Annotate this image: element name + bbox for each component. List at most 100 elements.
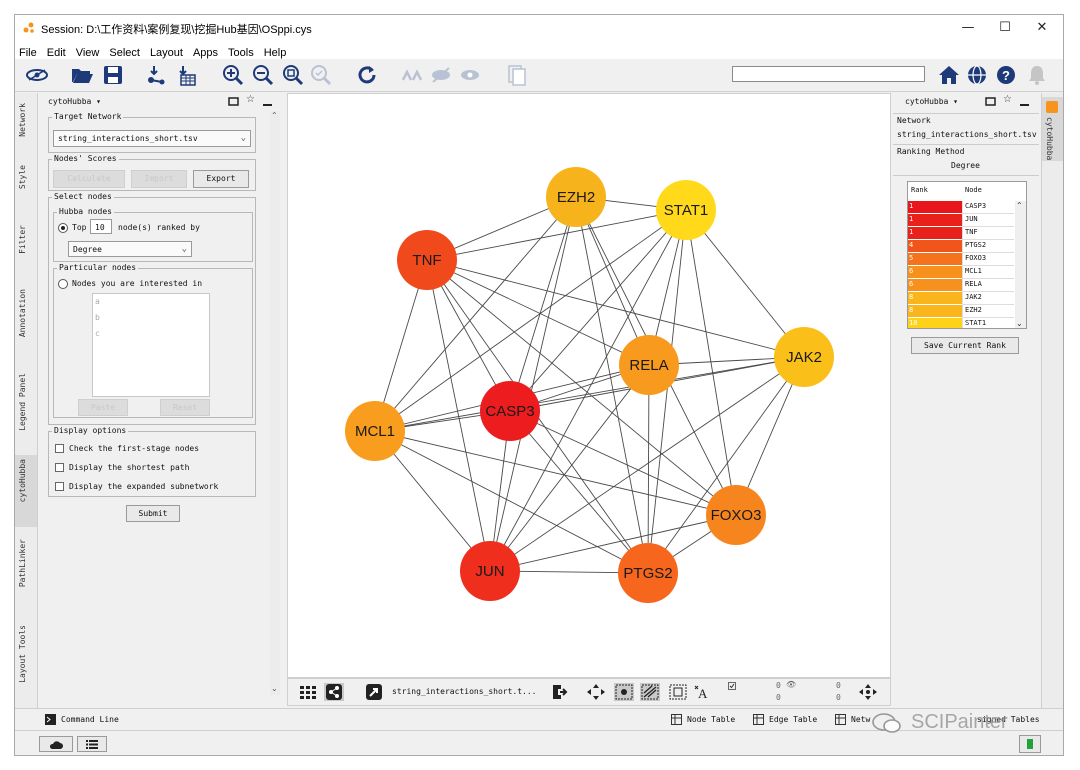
network-node-jun[interactable]: [460, 541, 520, 601]
close-button[interactable]: ✕: [1036, 20, 1048, 35]
network-edge[interactable]: [685, 209, 737, 516]
unassigned-tables-button[interactable]: signed Tables: [977, 715, 1040, 724]
annotation-text-icon[interactable]: A: [692, 683, 712, 701]
select-annotations-icon[interactable]: [668, 683, 688, 701]
network-edge[interactable]: [374, 430, 491, 572]
ranking-method-select[interactable]: Degree⌄: [68, 241, 192, 257]
network-edge[interactable]: [426, 209, 687, 261]
scroll-up-icon[interactable]: ⌃: [1016, 201, 1023, 210]
shortest-path-checkbox[interactable]: [55, 463, 64, 472]
export-view-icon[interactable]: [550, 683, 570, 701]
tab-legend-panel[interactable]: Legend Panel: [18, 373, 27, 431]
scroll-down-icon[interactable]: ⌄: [271, 684, 278, 693]
edge-table-button[interactable]: Edge Table: [769, 715, 818, 724]
scroll-up-icon[interactable]: ⌃: [271, 111, 278, 120]
zoom-in-icon[interactable]: [221, 64, 245, 86]
first-neighbors-icon[interactable]: [400, 64, 424, 86]
submit-button[interactable]: Submit: [126, 505, 180, 522]
tab-filter[interactable]: Filter: [18, 225, 27, 254]
globe-icon[interactable]: [965, 64, 989, 86]
top-count-input[interactable]: 10: [90, 219, 112, 234]
network-node-ptgs2[interactable]: [618, 543, 678, 603]
share-icon[interactable]: [324, 683, 344, 701]
scroll-down-icon[interactable]: ⌄: [1016, 319, 1023, 328]
network-edge[interactable]: [426, 259, 737, 516]
target-network-select[interactable]: string_interactions_short.tsv⌄: [53, 130, 251, 147]
tab-cytohubba[interactable]: cytoHubba: [15, 455, 37, 527]
pin-icon[interactable]: ☆: [246, 94, 255, 105]
pin-icon[interactable]: ☆: [1003, 94, 1012, 105]
particular-nodes-radio[interactable]: [58, 279, 68, 289]
command-line-button[interactable]: Command Line: [61, 715, 119, 724]
network-edge[interactable]: [509, 410, 649, 574]
fit-arrows-icon[interactable]: [586, 683, 606, 701]
menu-view[interactable]: View: [75, 47, 100, 59]
grid-view-icon[interactable]: [298, 683, 318, 701]
network-edge[interactable]: [489, 364, 650, 572]
export-button[interactable]: Export: [193, 170, 249, 188]
panel-header-title[interactable]: cytoHubba ▾: [48, 97, 101, 106]
network-edge[interactable]: [374, 209, 687, 432]
network-node-ezh2[interactable]: [546, 167, 606, 227]
refresh-icon[interactable]: [355, 64, 379, 86]
minimize-panel-icon[interactable]: [1019, 97, 1031, 107]
home-icon[interactable]: [937, 64, 961, 86]
minimize-panel-icon[interactable]: [262, 97, 274, 107]
tab-cytohubba-results[interactable]: cytoHubba: [1042, 97, 1063, 161]
network-edge[interactable]: [509, 196, 577, 412]
import-button[interactable]: Import: [131, 170, 187, 188]
first-stage-checkbox[interactable]: [55, 444, 64, 453]
import-table-icon[interactable]: [175, 64, 199, 86]
tab-annotation[interactable]: Annotation: [18, 289, 27, 338]
network-edge[interactable]: [426, 259, 805, 358]
calculate-button[interactable]: Calculate: [53, 170, 125, 188]
network-edge[interactable]: [647, 209, 687, 574]
network-node-mcl1[interactable]: [345, 401, 405, 461]
memory-status-button[interactable]: [1019, 735, 1041, 753]
menu-help[interactable]: Help: [263, 47, 287, 59]
top-ranked-radio[interactable]: [58, 223, 68, 233]
menu-select[interactable]: Select: [109, 47, 140, 59]
network-edge[interactable]: [509, 410, 737, 516]
ranking-table-scrollbar[interactable]: ⌃ ⌄: [1015, 201, 1026, 328]
results-header-title[interactable]: cytoHubba ▾: [905, 97, 958, 106]
tab-pathlinker[interactable]: PathLinker: [18, 539, 27, 588]
select-edges-icon[interactable]: [640, 683, 660, 701]
select-nodes-icon[interactable]: [614, 683, 634, 701]
network-edge[interactable]: [374, 196, 577, 432]
hide-selected-icon[interactable]: [429, 64, 453, 86]
save-current-rank-button[interactable]: Save Current Rank: [911, 337, 1019, 354]
network-edge[interactable]: [489, 196, 577, 572]
maximize-button[interactable]: ☐: [999, 20, 1011, 35]
network-node-casp3[interactable]: [480, 381, 540, 441]
expanded-subnetwork-checkbox[interactable]: [55, 482, 64, 491]
network-node-rela[interactable]: [619, 335, 679, 395]
import-network-icon[interactable]: [146, 64, 170, 86]
minimize-button[interactable]: —: [961, 20, 975, 35]
zoom-fit-icon[interactable]: [281, 64, 305, 86]
node-table-button[interactable]: Node Table: [687, 715, 736, 724]
help-icon[interactable]: ?: [994, 64, 1018, 86]
cloud-button[interactable]: [39, 736, 73, 752]
notification-bell-icon[interactable]: [1025, 64, 1049, 86]
menu-edit[interactable]: Edit: [46, 47, 66, 59]
menu-file[interactable]: File: [19, 47, 37, 59]
eye-icon[interactable]: [25, 64, 49, 86]
save-icon[interactable]: [101, 64, 125, 86]
network-node-tnf[interactable]: [397, 230, 457, 290]
node-list-textarea[interactable]: a b c: [92, 293, 210, 397]
network-edge[interactable]: [575, 196, 649, 574]
menu-tools[interactable]: Tools: [228, 47, 254, 59]
task-list-button[interactable]: [77, 736, 107, 752]
network-edge[interactable]: [374, 430, 737, 516]
menu-layout[interactable]: Layout: [149, 47, 183, 59]
